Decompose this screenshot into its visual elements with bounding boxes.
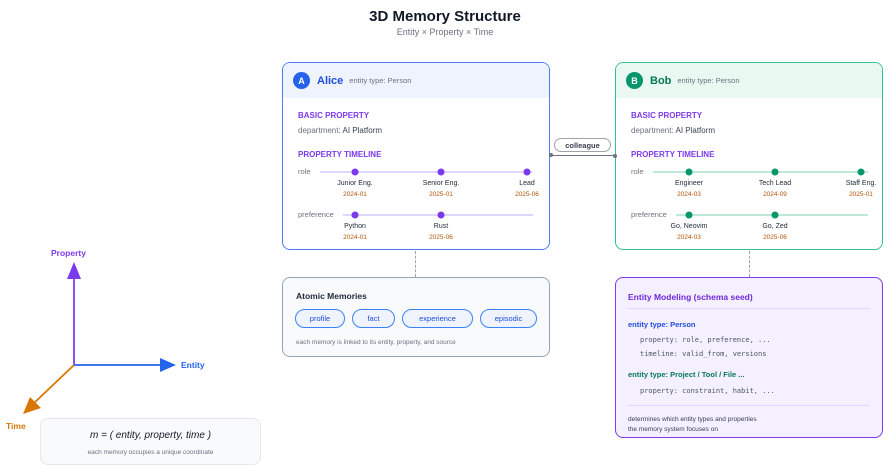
relation-edge xyxy=(550,155,615,157)
relation-endpoint xyxy=(549,153,553,157)
timeline-value: Go, Neovim xyxy=(670,223,708,230)
atomic-memories-title: Atomic Memories xyxy=(296,291,367,301)
department-key: department: xyxy=(298,126,341,135)
dashed-connector xyxy=(749,251,750,277)
entity-modeling-panel: Entity Modeling (schema seed) entity typ… xyxy=(615,277,883,438)
property-timeline-label: PROPERTY TIMELINE xyxy=(298,150,382,159)
entity-name: Bob xyxy=(650,74,672,87)
timeline-date: 2025-06 xyxy=(763,234,787,241)
atomic-memories-note: each memory is linked to its entity, pro… xyxy=(296,339,456,346)
schema-property-line: property: constraint, habit, ... xyxy=(640,387,775,395)
diagram-subtitle: Entity × Property × Time xyxy=(396,27,494,37)
time-axis xyxy=(32,364,75,405)
entity-card-header: A Alice entity type: Person xyxy=(283,63,549,98)
timeline-label-preference: preference xyxy=(298,210,334,219)
timeline-dot xyxy=(351,211,359,219)
timeline-dot xyxy=(523,168,531,176)
timeline-label-role: role xyxy=(631,167,644,176)
entity-arrowhead xyxy=(160,358,176,372)
department-row: department: AI Platform xyxy=(631,126,715,135)
entity-type: entity type: Person xyxy=(349,76,412,85)
department-row: department: AI Platform xyxy=(298,126,382,135)
coordinate-box: m = ( entity, property, time ) each memo… xyxy=(40,418,261,465)
timeline-dot xyxy=(771,168,779,176)
schema-type-person: entity type: Person xyxy=(628,320,696,329)
department-value: AI Platform xyxy=(342,126,383,135)
timeline-value: Python xyxy=(344,223,366,230)
axis-label-property: Property xyxy=(51,248,86,258)
timeline-value: Lead xyxy=(519,180,535,187)
timeline-date: 2024-03 xyxy=(677,234,701,241)
timeline-dot xyxy=(685,211,693,219)
timeline-dot xyxy=(437,168,445,176)
schema-property-line: property: role, preference, ... xyxy=(640,336,771,344)
timeline-dot xyxy=(857,168,865,176)
timeline-value: Rust xyxy=(433,223,449,230)
schema-title: Entity Modeling (schema seed) xyxy=(628,292,753,302)
schema-footer-line: determines which entity types and proper… xyxy=(628,416,757,423)
timeline-date: 2024-01 xyxy=(343,234,367,241)
basic-property-label: BASIC PROPERTY xyxy=(631,111,703,120)
axis-label-entity: Entity xyxy=(181,360,205,370)
timeline-dot xyxy=(351,168,359,176)
timeline-value: Go, Zed xyxy=(762,223,788,230)
relation-label-colleague: colleague xyxy=(554,138,611,152)
entity-badge: A xyxy=(293,72,310,89)
timeline-date: 2024-01 xyxy=(343,191,367,198)
entity-badge: B xyxy=(626,72,643,89)
timeline-label-role: role xyxy=(298,167,311,176)
department-key: department: xyxy=(631,126,674,135)
timeline-dot xyxy=(437,211,445,219)
memory-type-episodic: episodic xyxy=(480,309,537,328)
timeline-line-role xyxy=(320,171,532,173)
timeline-date: 2025-01 xyxy=(429,191,453,198)
timeline-date: 2024-03 xyxy=(677,191,701,198)
timeline-value: Tech Lead xyxy=(758,180,792,187)
axis-label-time: Time xyxy=(6,421,26,431)
timeline-value: Engineer xyxy=(674,180,704,187)
coordinate-note: each memory occupies a unique coordinate xyxy=(87,449,214,456)
schema-footer-line: the memory system focuses on xyxy=(628,426,718,433)
timeline-date: 2024-09 xyxy=(763,191,787,198)
relation-endpoint xyxy=(613,154,617,158)
diagram-title: 3D Memory Structure xyxy=(369,8,521,25)
dashed-connector xyxy=(415,251,416,277)
divider xyxy=(628,405,870,406)
memory-type-profile: profile xyxy=(295,309,345,328)
timeline-date: 2025-06 xyxy=(429,234,453,241)
timeline-date: 2025-01 xyxy=(849,191,873,198)
entity-card-bob: B Bob entity type: Person BASIC PROPERTY… xyxy=(615,62,883,250)
coordinate-formula: m = ( entity, property, time ) xyxy=(89,430,212,441)
timeline-line-role xyxy=(653,171,868,173)
department-value: AI Platform xyxy=(675,126,716,135)
memory-type-experience: experience xyxy=(402,309,473,328)
property-timeline-label: PROPERTY TIMELINE xyxy=(631,150,715,159)
entity-card-header: B Bob entity type: Person xyxy=(616,63,882,98)
timeline-value: Junior Eng. xyxy=(337,180,373,187)
timeline-value: Staff Eng. xyxy=(845,180,877,187)
time-arrowhead xyxy=(23,397,41,414)
entity-card-alice: A Alice entity type: Person BASIC PROPER… xyxy=(282,62,550,250)
atomic-memories-panel: Atomic Memories profile fact experience … xyxy=(282,277,550,357)
timeline-date: 2025-06 xyxy=(515,191,539,198)
entity-name: Alice xyxy=(317,74,344,87)
schema-type-project: entity type: Project / Tool / File ... xyxy=(628,370,745,379)
basic-property-label: BASIC PROPERTY xyxy=(298,111,370,120)
memory-type-fact: fact xyxy=(352,309,395,328)
timeline-dot xyxy=(771,211,779,219)
timeline-label-preference: preference xyxy=(631,210,667,219)
property-arrowhead xyxy=(67,262,81,279)
entity-type: entity type: Person xyxy=(677,76,740,85)
timeline-value: Senior Eng. xyxy=(422,180,460,187)
divider xyxy=(628,308,870,309)
schema-timeline-line: timeline: valid_from, versions xyxy=(640,350,767,358)
timeline-dot xyxy=(685,168,693,176)
